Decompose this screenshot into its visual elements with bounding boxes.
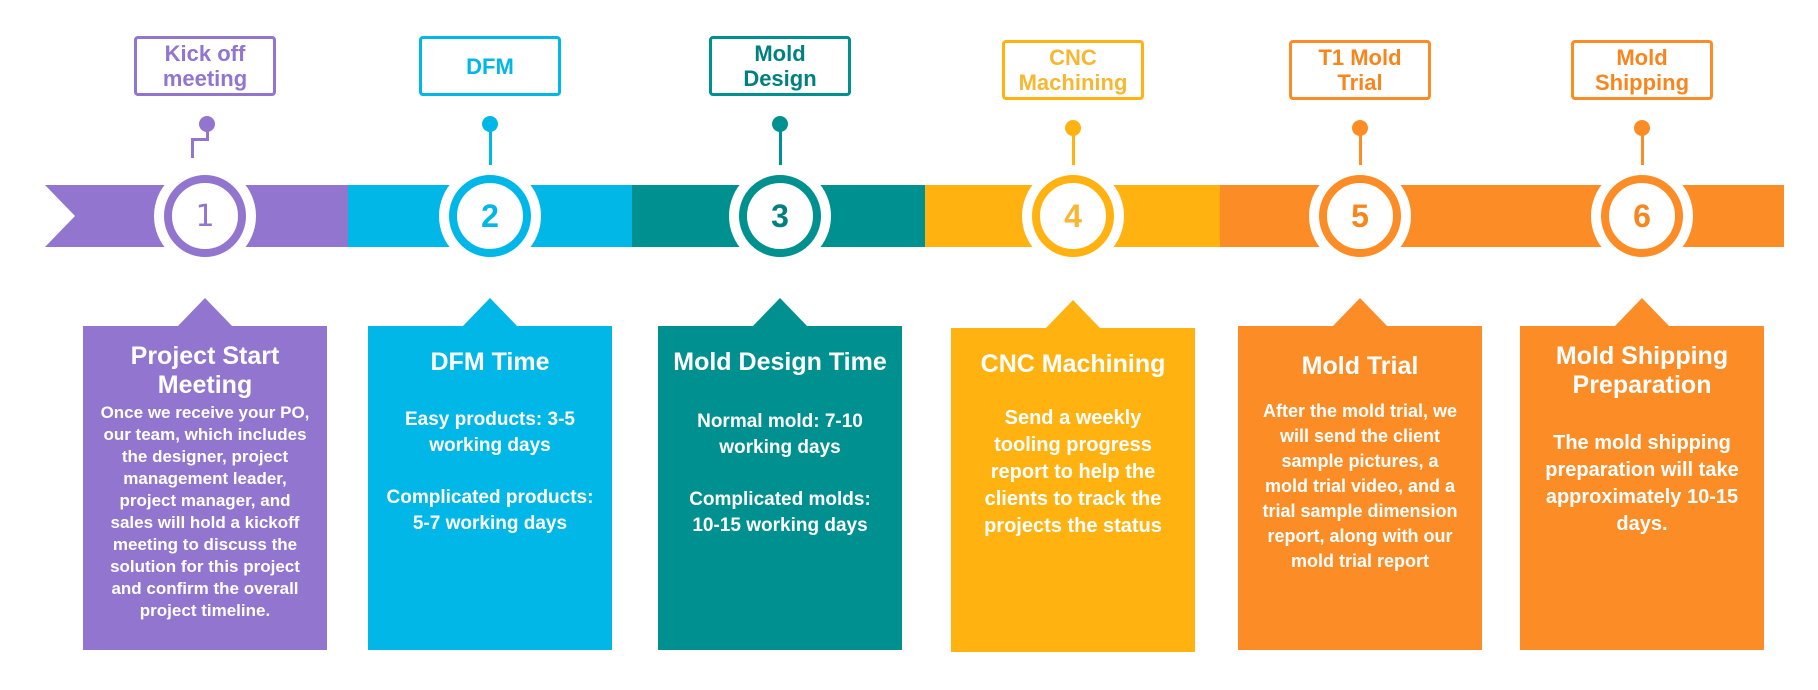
step-number-badge: 5 <box>1309 165 1411 267</box>
step-number: 6 <box>1601 175 1683 257</box>
step-number-badge: 3 <box>729 165 831 267</box>
pin-line-horizontal <box>191 138 209 141</box>
card-title: CNC Machining <box>980 350 1166 378</box>
pin-line <box>779 128 782 172</box>
card-pointer <box>1614 298 1670 327</box>
card-pointer <box>752 298 808 327</box>
card-body: Once we receive your PO, our team, which… <box>100 403 310 620</box>
step-label-box: Mold Shipping <box>1571 40 1713 100</box>
step-label: Mold Shipping <box>1594 45 1690 95</box>
step-number-badge: 2 <box>439 165 541 267</box>
step-label: T1 Mold Trial <box>1318 45 1402 95</box>
step-label-box: CNC Machining <box>1002 40 1144 100</box>
pin-dot <box>1352 120 1368 136</box>
card-body: Easy products: 3-5 working days Complica… <box>386 409 594 534</box>
step-label: DFM <box>466 53 514 79</box>
step-number-badge: 4 <box>1022 165 1124 267</box>
step-label-box: DFM <box>419 36 561 96</box>
card-pointer <box>1332 298 1388 327</box>
card-pointer <box>1045 300 1101 329</box>
step-label: Mold Design <box>743 41 817 91</box>
card-pointer <box>177 298 233 327</box>
pin-line <box>1641 132 1644 172</box>
card-title: DFM Time <box>430 348 550 376</box>
step-label-box: Kick off meeting <box>134 36 276 96</box>
step-label-box: Mold Design <box>709 36 851 96</box>
pin-line-lower <box>191 138 194 158</box>
step-number-badge: 1 <box>154 165 256 267</box>
pin-dot <box>1065 120 1081 136</box>
step-number: 4 <box>1032 175 1114 257</box>
step-number: 5 <box>1319 175 1401 257</box>
pin-dot <box>772 116 788 132</box>
card-title: Project Start Meeting <box>130 342 280 399</box>
pin-dot <box>1634 120 1650 136</box>
card-title: Mold Design Time <box>673 348 887 376</box>
step-label: Kick off meeting <box>162 41 248 91</box>
card-body: Send a weekly tooling progress report to… <box>984 407 1162 537</box>
pin-dot <box>199 116 215 132</box>
step-number: 3 <box>739 175 821 257</box>
card-title: Mold Shipping Preparation <box>1555 342 1729 399</box>
step-label: CNC Machining <box>1018 45 1128 95</box>
card-body: The mold shipping preparation will take … <box>1545 432 1739 535</box>
step-number-badge: 6 <box>1591 165 1693 267</box>
pin-line <box>1072 132 1075 172</box>
step-number: 1 <box>164 175 246 257</box>
card-pointer <box>462 298 518 327</box>
pin-line <box>206 128 209 140</box>
pin-dot <box>482 116 498 132</box>
card-body: Normal mold: 7-10 working days Complicat… <box>689 411 871 536</box>
pin-line <box>489 128 492 172</box>
card-title: Mold Trial <box>1301 352 1419 380</box>
step-number: 2 <box>449 175 531 257</box>
pin-line <box>1359 132 1362 172</box>
step-label-box: T1 Mold Trial <box>1289 40 1431 100</box>
card-body: After the mold trial, we will send the c… <box>1262 401 1458 571</box>
